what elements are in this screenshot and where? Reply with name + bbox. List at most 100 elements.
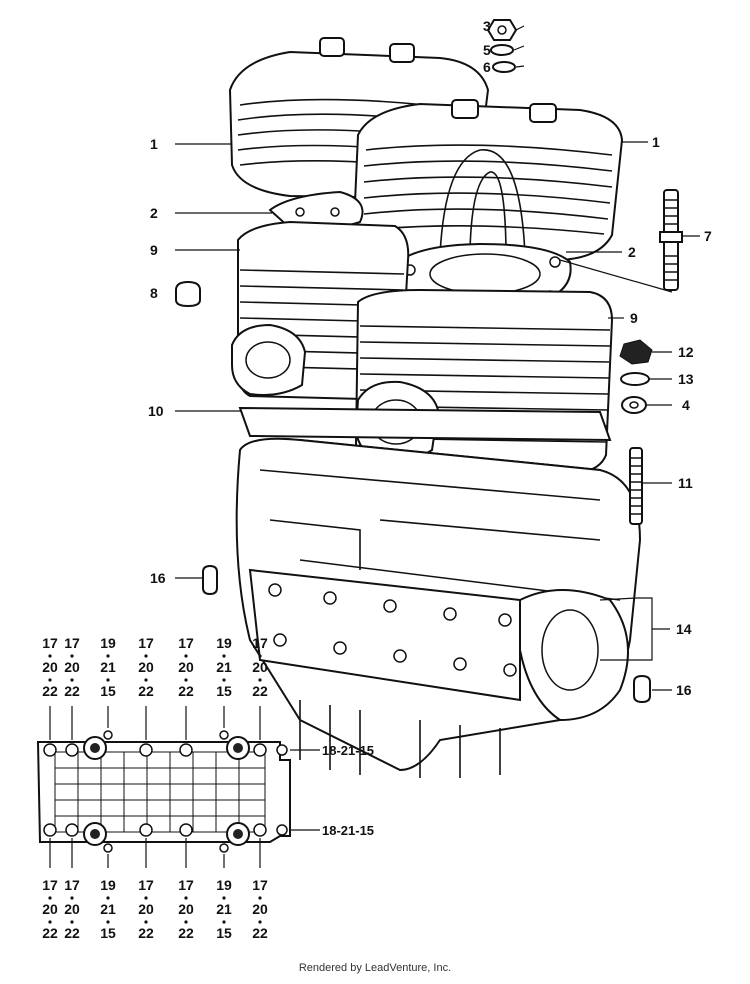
- dowel-16-left: [202, 564, 218, 596]
- top-callout-1-0: 17: [64, 635, 80, 651]
- top-callout-3-1: 20: [138, 659, 154, 675]
- callout-9-right: 9: [630, 310, 638, 326]
- top-callout-5-1: 21: [216, 659, 232, 675]
- bottom-callout-3-1: 20: [138, 901, 154, 917]
- bottom-callout-0-0: 17: [42, 877, 58, 893]
- top-dot-2-1: [106, 678, 110, 682]
- callout-11: 11: [678, 475, 693, 491]
- top-dot-0-1: [48, 678, 52, 682]
- callout-6: 6: [483, 59, 491, 75]
- callout-9-left: 9: [150, 242, 158, 258]
- bottom-dot-6-1: [258, 920, 262, 924]
- plug-8: [175, 280, 201, 308]
- top-dot-3-1: [144, 678, 148, 682]
- cylinder-front: [354, 288, 614, 474]
- stud-7-leader: [559, 259, 673, 293]
- callout-16-right: 16: [676, 682, 692, 698]
- footer-credit: Rendered by LeadVenture, Inc.: [298, 962, 452, 974]
- leader-lines: [49, 25, 700, 868]
- callout-1-left: 1: [150, 136, 158, 152]
- bottom-callout-1-0: 17: [64, 877, 80, 893]
- bottom-callout-6-1: 20: [252, 901, 268, 917]
- top-callout-6-1: 20: [252, 659, 268, 675]
- bottom-dot-1-1: [70, 920, 74, 924]
- top-callout-2-1: 21: [100, 659, 116, 675]
- top-callout-5-2: 15: [216, 683, 232, 699]
- top-callout-0-0: 17: [42, 635, 58, 651]
- top-callout-3-0: 17: [138, 635, 154, 651]
- top-callout-1-2: 22: [64, 683, 80, 699]
- top-callout-1-1: 20: [64, 659, 80, 675]
- callout-4: 4: [682, 397, 690, 413]
- callout-labels: 1 1 2 2 3 5 6 7 8 9 9 10 12 13 4 11 14 1…: [148, 18, 712, 838]
- top-dot-1-1: [70, 678, 74, 682]
- top-dot-0-0: [48, 654, 52, 658]
- callout-side-bottom: 18-21-15: [322, 823, 374, 838]
- bottom-callout-4-2: 22: [178, 925, 194, 941]
- callout-13: 13: [678, 371, 694, 387]
- bottom-callout-2-2: 15: [100, 925, 116, 941]
- bottom-dot-4-0: [184, 896, 188, 900]
- top-dot-6-1: [258, 678, 262, 682]
- callout-2-left: 2: [150, 205, 158, 221]
- top-callout-2-2: 15: [100, 683, 116, 699]
- bottom-dot-5-0: [222, 896, 226, 900]
- top-dot-5-1: [222, 678, 226, 682]
- bottom-dot-3-0: [144, 896, 148, 900]
- bottom-dot-1-0: [70, 896, 74, 900]
- top-callout-2-0: 19: [100, 635, 116, 651]
- callout-8: 8: [150, 285, 158, 301]
- bottom-callout-0-2: 22: [42, 925, 58, 941]
- callout-10: 10: [148, 403, 164, 419]
- bottom-callout-5-0: 19: [216, 877, 232, 893]
- callout-12: 12: [678, 344, 694, 360]
- top-dot-4-1: [184, 678, 188, 682]
- top-callout-0-2: 22: [42, 683, 58, 699]
- top-dot-2-0: [106, 654, 110, 658]
- bottom-callout-4-1: 20: [178, 901, 194, 917]
- top-callout-4-2: 22: [178, 683, 194, 699]
- bottom-dot-3-1: [144, 920, 148, 924]
- bottom-callout-1-2: 22: [64, 925, 80, 941]
- stud-7: [659, 189, 683, 291]
- stud-11: [629, 447, 643, 525]
- bottom-dot-4-1: [184, 920, 188, 924]
- callout-2-right: 2: [628, 244, 636, 260]
- bottom-callout-2-1: 21: [100, 901, 116, 917]
- bottom-callout-0-1: 20: [42, 901, 58, 917]
- nut-12: [619, 339, 653, 365]
- bottom-callout-5-1: 21: [216, 901, 232, 917]
- top-callout-4-1: 20: [178, 659, 194, 675]
- washer-6: [492, 61, 516, 73]
- top-callout-5-0: 19: [216, 635, 232, 651]
- cylinder-head-front: [352, 99, 624, 262]
- bottom-dot-2-1: [106, 920, 110, 924]
- bottom-callout-2-0: 19: [100, 877, 116, 893]
- top-fastener-callouts: 1720221720221921151720221720221921151720…: [42, 635, 268, 699]
- top-callout-6-2: 22: [252, 683, 268, 699]
- bottom-fastener-callouts: 1720221720221921151720221720221921151720…: [42, 877, 268, 941]
- bottom-callout-4-0: 17: [178, 877, 194, 893]
- top-callout-3-2: 22: [138, 683, 154, 699]
- bottom-dot-5-1: [222, 920, 226, 924]
- bottom-dot-2-0: [106, 896, 110, 900]
- callout-7: 7: [704, 228, 712, 244]
- bottom-dot-0-0: [48, 896, 52, 900]
- callout-3: 3: [483, 18, 491, 34]
- top-dot-1-0: [70, 654, 74, 658]
- top-callout-6-0: 17: [252, 635, 268, 651]
- top-dot-5-0: [222, 654, 226, 658]
- bottom-plate: [36, 730, 291, 853]
- dowel-16-right: [633, 674, 651, 704]
- crankcase: [235, 437, 642, 778]
- bottom-callout-5-2: 15: [216, 925, 232, 941]
- bottom-dot-6-0: [258, 896, 262, 900]
- callout-side-top: 18-21-15: [322, 743, 374, 758]
- top-dot-3-0: [144, 654, 148, 658]
- bottom-callout-3-0: 17: [138, 877, 154, 893]
- top-dot-4-0: [184, 654, 188, 658]
- top-dot-6-0: [258, 654, 262, 658]
- callout-1-right: 1: [652, 134, 660, 150]
- callout-14: 14: [676, 621, 692, 637]
